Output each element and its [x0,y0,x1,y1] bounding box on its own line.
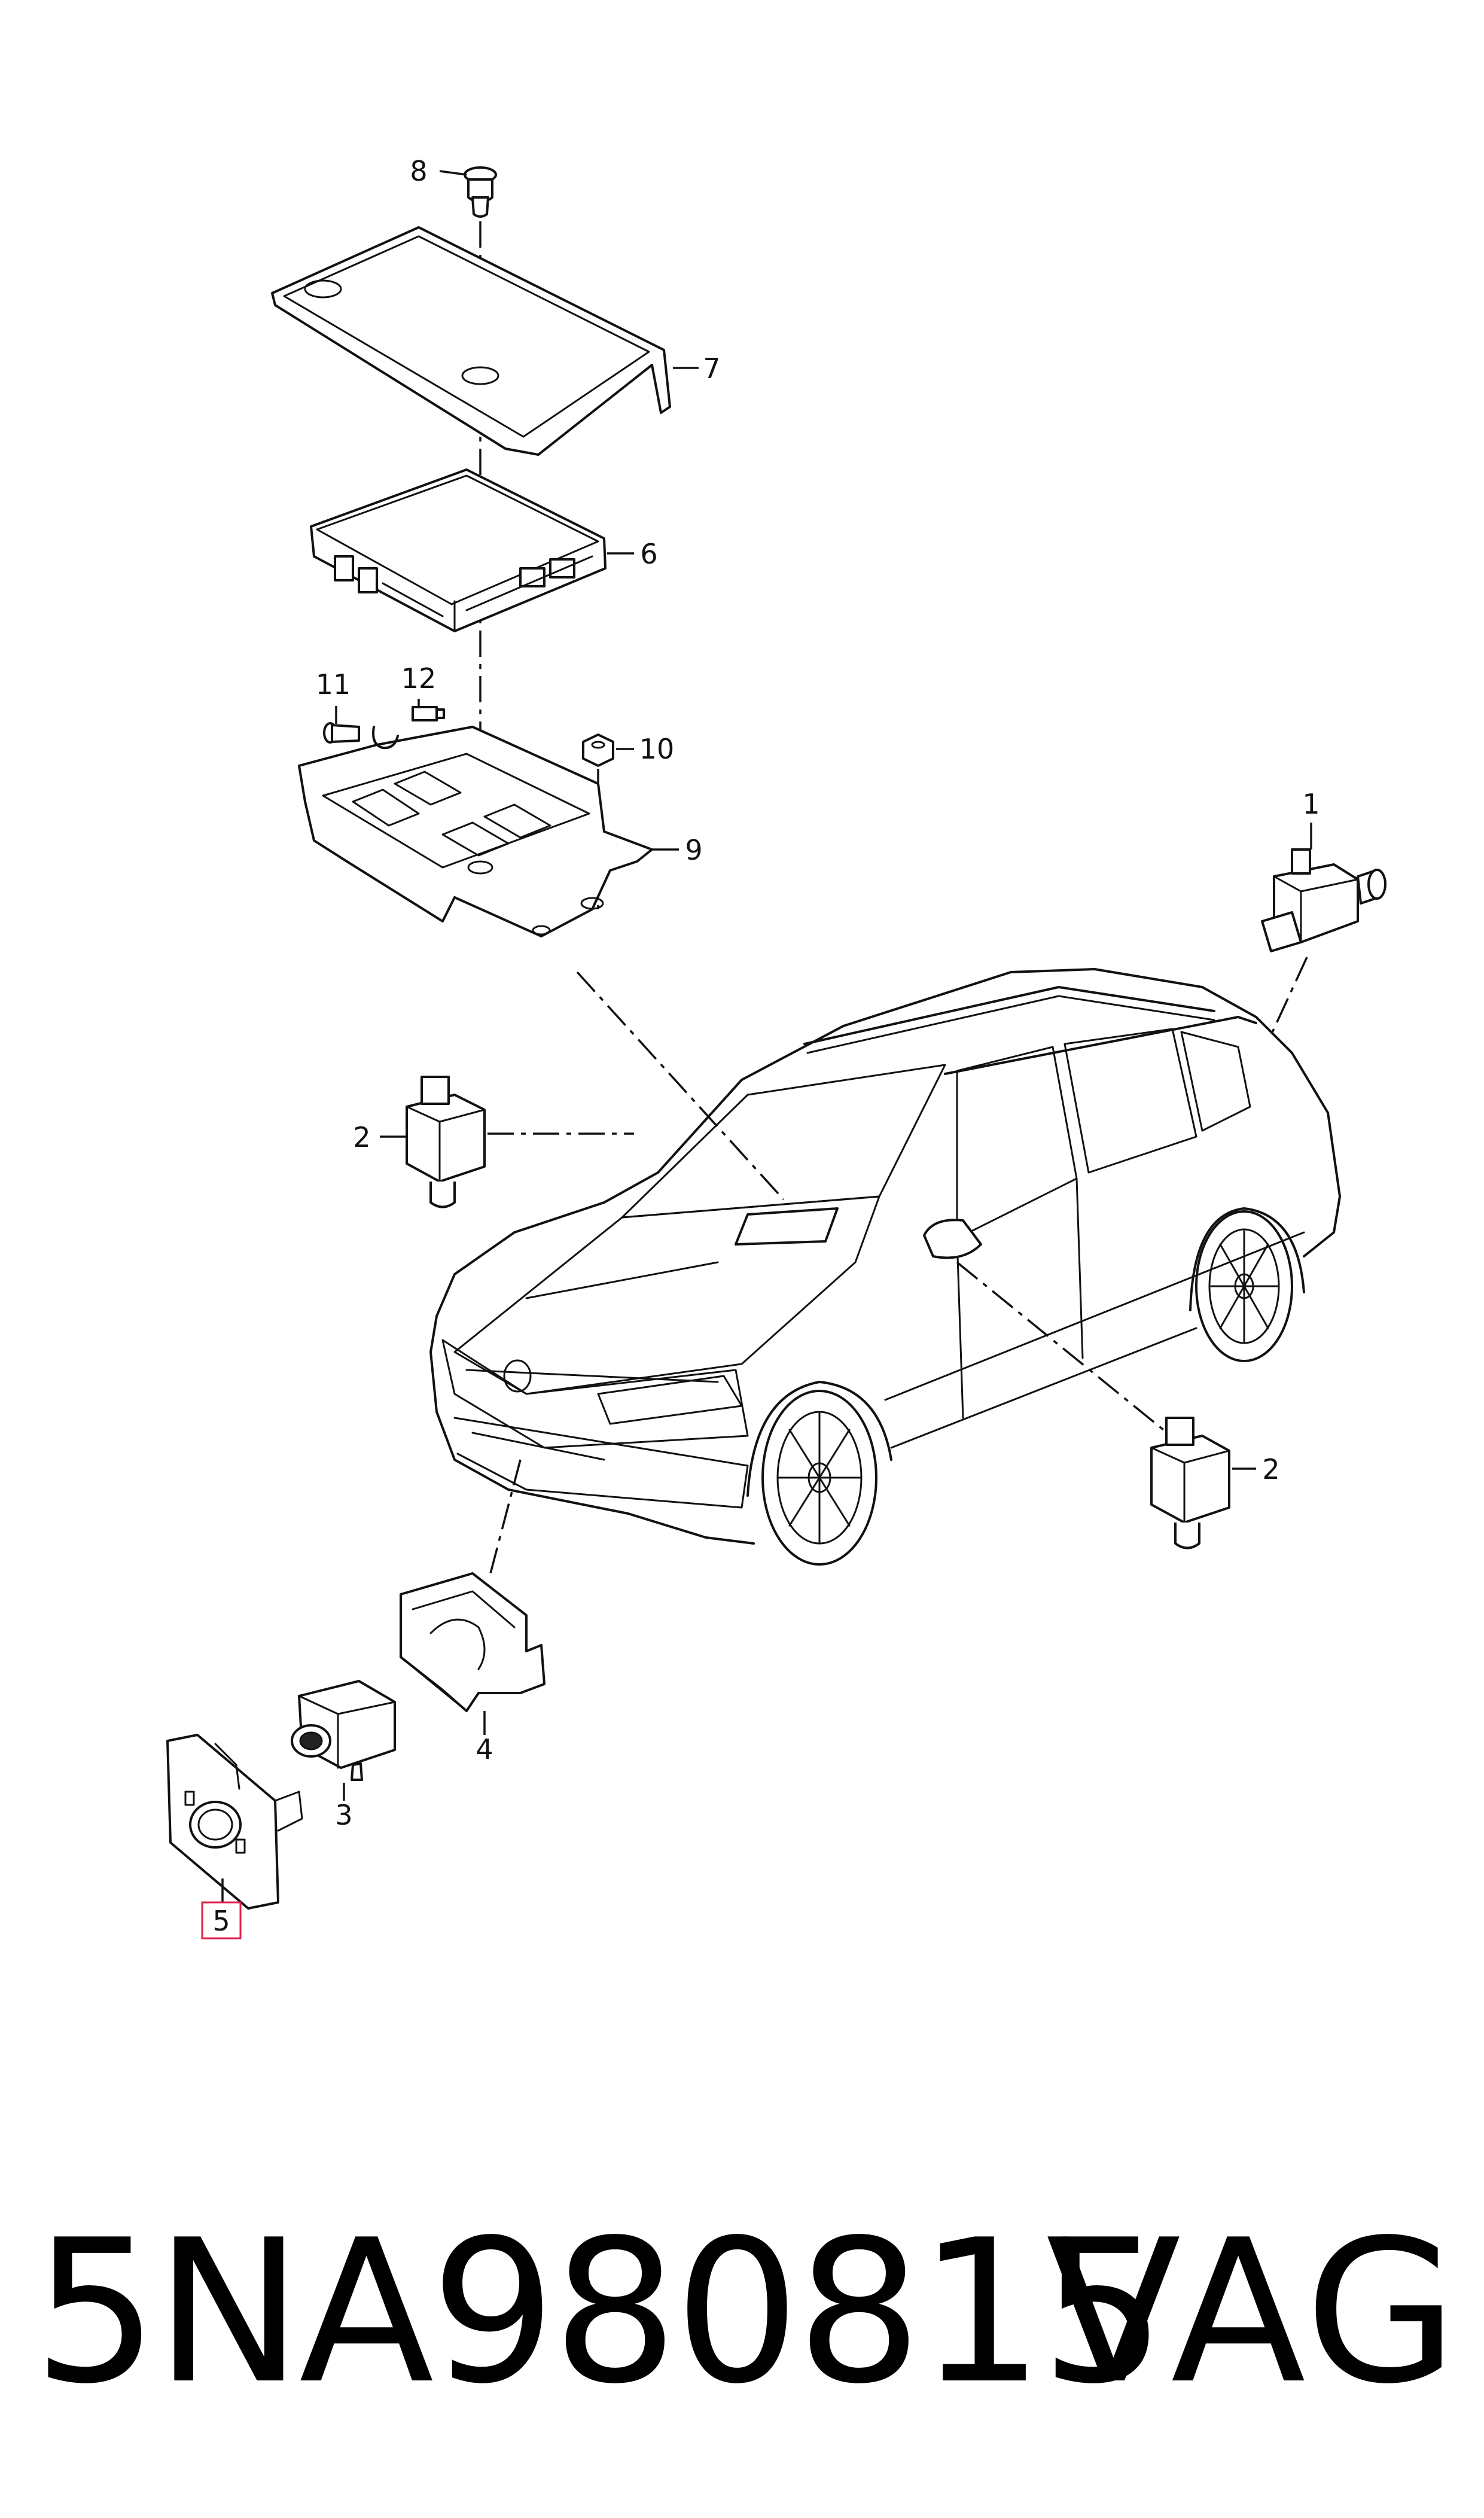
part-5-bracket [166,1734,303,1910]
part-number: 5NA980815 [33,2197,1166,2427]
part-10-nut [582,733,614,767]
part-9-bracket [298,726,653,937]
axis-line-4 [489,1459,522,1574]
callout-2-left: 2 [353,1121,370,1153]
part-2-sensor-left [406,1076,486,1208]
callout-10: 10 [639,733,675,765]
leader-8 [439,170,467,176]
callout-12: 12 [401,662,437,695]
callout-8: 8 [410,155,427,187]
part-12-screw [412,706,445,721]
callout-11: 11 [316,668,351,701]
part-7-cover [271,226,671,456]
axis-line-2-right [956,1261,1165,1431]
callout-7: 7 [703,352,720,385]
callout-2-right: 2 [1262,1453,1279,1485]
callout-9: 9 [685,834,702,866]
vehicle-illustration [429,968,1341,1566]
axis-line-1 [1270,957,1308,1036]
callout-4: 4 [476,1733,493,1765]
callout-5-highlight [201,1901,242,1940]
callout-6: 6 [640,538,657,570]
axis-line-9 [576,971,785,1201]
part-11-screw [323,722,360,744]
part-1-sensor [1261,848,1387,952]
parts-diagram: 8 7 6 [166,155,1387,1940]
part-3-camera [291,1680,396,1781]
part-4-housing [400,1572,546,1712]
callout-5: 5 [212,1905,230,1937]
callout-1: 1 [1302,788,1320,820]
part-2-sensor-right [1150,1417,1230,1549]
callout-3: 3 [335,1799,352,1831]
part-8-clip [464,166,497,218]
brand-name: VAG [1046,2197,1460,2427]
part-6-control-unit [310,468,607,632]
